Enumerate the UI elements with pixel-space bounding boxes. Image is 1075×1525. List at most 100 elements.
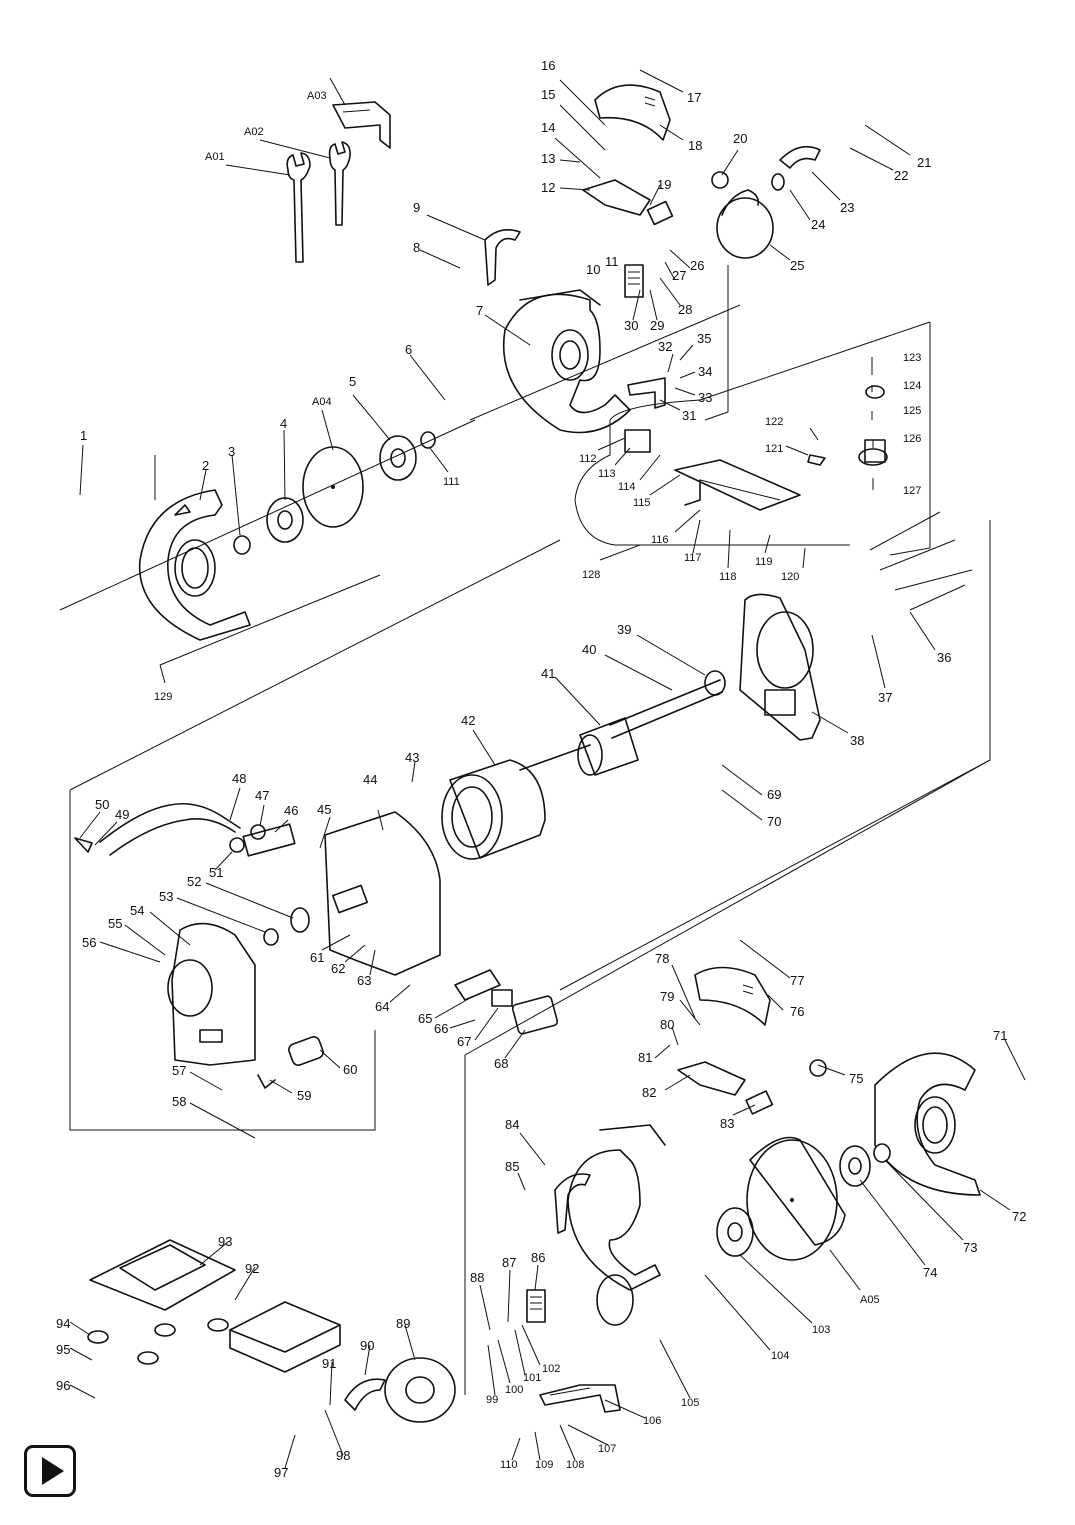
callout-110: 110 — [500, 1459, 518, 1471]
callout-64: 64 — [375, 999, 389, 1014]
tool-rest-support-assembly — [624, 385, 888, 511]
eye-shield-bracket — [484, 229, 521, 286]
motor-housing-right — [739, 593, 821, 741]
callout-121: 121 — [765, 443, 783, 455]
motor-housing-left — [167, 922, 256, 1066]
callout-48: 48 — [232, 771, 246, 786]
callout-51: 51 — [209, 865, 223, 880]
callout-22: 22 — [894, 168, 908, 183]
callout-17: 17 — [687, 90, 701, 105]
callout-125: 125 — [903, 405, 921, 417]
callout-124: 124 — [903, 380, 921, 392]
callout-82: 82 — [642, 1085, 656, 1100]
callout-37: 37 — [878, 690, 892, 705]
callout-86: 86 — [531, 1250, 545, 1265]
motor-housing-center — [324, 811, 441, 976]
callout-50: 50 — [95, 797, 109, 812]
callout-10: 10 — [586, 262, 600, 277]
callout-100: 100 — [505, 1384, 523, 1396]
callout-38: 38 — [850, 733, 864, 748]
callout-46: 46 — [284, 803, 298, 818]
callout-56: 56 — [82, 935, 96, 950]
callout-69: 69 — [767, 787, 781, 802]
callout-44: 44 — [363, 772, 377, 787]
callout-66: 66 — [434, 1021, 448, 1036]
capacitor-assembly — [257, 1036, 324, 1089]
callout-32: 32 — [658, 339, 672, 354]
callout-103: 103 — [812, 1324, 830, 1336]
callout-59: 59 — [297, 1088, 311, 1103]
callout-24: 24 — [811, 217, 825, 232]
callout-118: 118 — [719, 571, 737, 583]
inner-wheel-guard-lower — [567, 1124, 666, 1326]
callout-84: 84 — [505, 1117, 519, 1132]
callout-60: 60 — [343, 1062, 357, 1077]
callout-120: 120 — [781, 571, 799, 583]
callout-39: 39 — [617, 622, 631, 637]
wrench-a01 — [286, 152, 311, 263]
callout-75: 75 — [849, 1071, 863, 1086]
callout-102: 102 — [542, 1363, 560, 1375]
callout-99: 99 — [486, 1394, 498, 1406]
callout-107: 107 — [598, 1443, 616, 1455]
callout-87: 87 — [502, 1255, 516, 1270]
callout-47: 47 — [255, 788, 269, 803]
callout-114: 114 — [618, 481, 636, 493]
inner-wheel-guard — [502, 289, 631, 434]
callout-72: 72 — [1012, 1209, 1026, 1224]
callout-92: 92 — [245, 1261, 259, 1276]
callout-26: 26 — [690, 258, 704, 273]
callout-20: 20 — [733, 131, 747, 146]
wrench-a02 — [328, 141, 351, 226]
callout-a05: A05 — [860, 1294, 880, 1306]
callout-67: 67 — [457, 1034, 471, 1049]
callout-7: 7 — [476, 303, 483, 318]
callout-85: 85 — [505, 1159, 519, 1174]
right-wheel-guard — [874, 1052, 981, 1196]
callout-90: 90 — [360, 1338, 374, 1353]
callout-45: 45 — [317, 802, 331, 817]
callout-57: 57 — [172, 1063, 186, 1078]
callout-49: 49 — [115, 807, 129, 822]
lamp-bulb-lower — [809, 1059, 827, 1077]
lamp-assembly — [716, 145, 821, 259]
callout-12: 12 — [541, 180, 555, 195]
left-bearing-set — [263, 907, 310, 946]
callout-8: 8 — [413, 240, 420, 255]
callout-88: 88 — [470, 1270, 484, 1285]
callout-19: 19 — [657, 177, 671, 192]
callout-54: 54 — [130, 903, 144, 918]
callout-27: 27 — [672, 268, 686, 283]
callout-6: 6 — [405, 342, 412, 357]
callout-108: 108 — [566, 1459, 584, 1471]
callout-74: 74 — [923, 1265, 937, 1280]
callout-34: 34 — [698, 364, 712, 379]
wheel-flange-set-right — [716, 1136, 891, 1261]
callout-31: 31 — [682, 408, 696, 423]
callout-115: 115 — [633, 497, 651, 509]
callout-73: 73 — [963, 1240, 977, 1255]
shield-mount-lower — [677, 1061, 774, 1115]
callout-79: 79 — [660, 989, 674, 1004]
callout-93: 93 — [218, 1234, 232, 1249]
callout-a01: A01 — [205, 151, 225, 163]
callout-52: 52 — [187, 874, 201, 889]
callout-77: 77 — [790, 973, 804, 988]
callout-9: 9 — [413, 200, 420, 215]
callout-61: 61 — [310, 950, 324, 965]
callout-62: 62 — [331, 961, 345, 976]
leader-lines — [69, 69, 1026, 1469]
callout-13: 13 — [541, 151, 555, 166]
callout-25: 25 — [790, 258, 804, 273]
left-wheel-guard — [138, 489, 251, 641]
tool-rest-upper — [627, 377, 666, 409]
callout-2: 2 — [202, 458, 209, 473]
power-cord-assembly — [74, 802, 296, 857]
lamp-assembly-lower — [344, 1357, 456, 1423]
play-button[interactable] — [24, 1445, 76, 1497]
callout-97: 97 — [274, 1465, 288, 1480]
callout-16: 16 — [541, 58, 555, 73]
callout-23: 23 — [840, 200, 854, 215]
callout-33: 33 — [698, 390, 712, 405]
